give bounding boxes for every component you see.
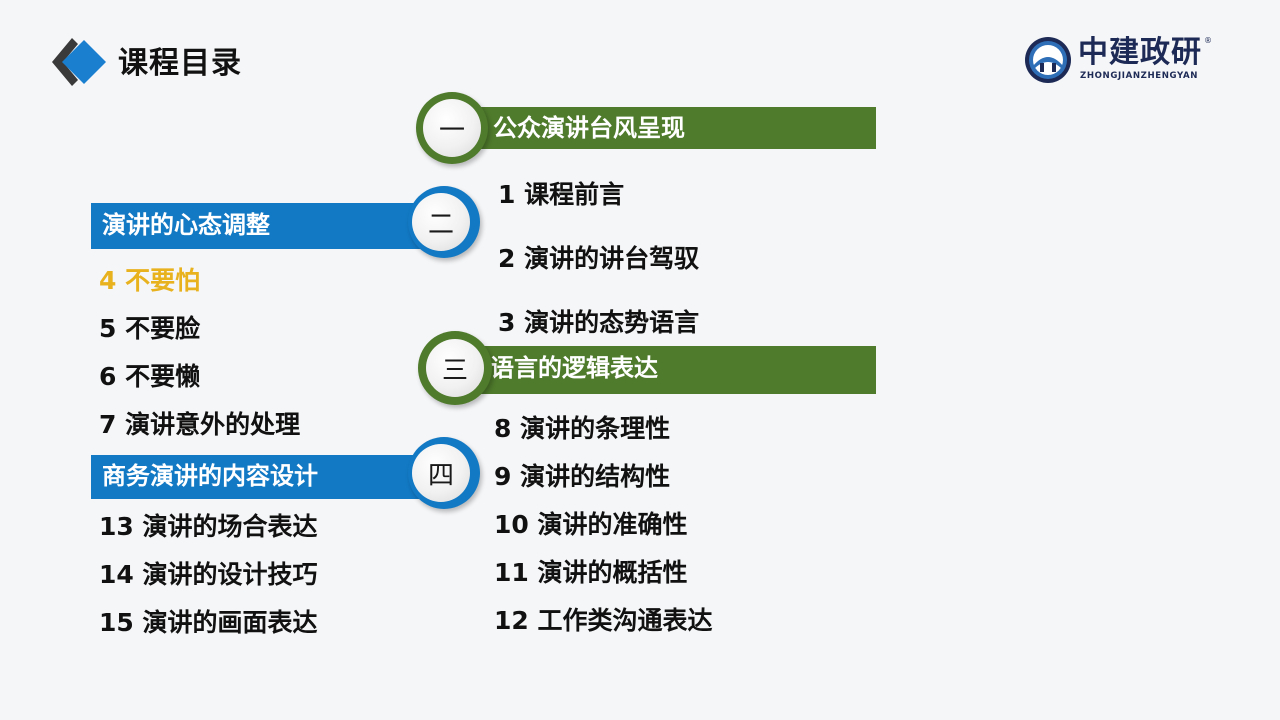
section-2-badge: 二 bbox=[408, 186, 480, 258]
list-item[interactable]: 7 演讲意外的处理 bbox=[99, 410, 301, 439]
list-item[interactable]: 10 演讲的准确性 bbox=[494, 510, 688, 539]
section-1-title: 公众演讲台风呈现 bbox=[493, 114, 685, 142]
list-item[interactable]: 5 不要脸 bbox=[99, 314, 201, 343]
list-item[interactable]: 15 演讲的画面表达 bbox=[99, 608, 318, 637]
section-4-title-bar: 商务演讲的内容设计 bbox=[91, 455, 441, 499]
section-2-title-bar: 演讲的心态调整 bbox=[91, 203, 441, 249]
logo-english-name: ZHONGJIANZHENGYAN bbox=[1080, 71, 1199, 81]
company-emblem-icon bbox=[1025, 37, 1071, 83]
section-3-title: 语言的逻辑表达 bbox=[490, 354, 658, 382]
page-title: 课程目录 bbox=[118, 46, 242, 81]
section-4-title: 商务演讲的内容设计 bbox=[102, 462, 318, 490]
registered-mark: ® bbox=[1204, 36, 1212, 45]
list-item[interactable]: 2 演讲的讲台驾驭 bbox=[498, 244, 700, 273]
list-item[interactable]: 9 演讲的结构性 bbox=[494, 462, 671, 491]
section-3-title-bar: 语言的逻辑表达 bbox=[476, 346, 876, 394]
list-item[interactable]: 1 课程前言 bbox=[498, 180, 625, 209]
section-1-numeral: 一 bbox=[423, 99, 481, 157]
list-item-active[interactable]: 4 不要怕 bbox=[99, 266, 201, 295]
logo-chinese-name: 中建政研 bbox=[1078, 35, 1202, 70]
section-1-title-bar: 公众演讲台风呈现 bbox=[476, 107, 876, 149]
list-item[interactable]: 3 演讲的态势语言 bbox=[498, 308, 700, 337]
section-2-title: 演讲的心态调整 bbox=[102, 211, 270, 239]
list-item[interactable]: 13 演讲的场合表达 bbox=[99, 512, 318, 541]
section-3-badge: 三 bbox=[418, 331, 492, 405]
list-item[interactable]: 6 不要懒 bbox=[99, 362, 201, 391]
list-item[interactable]: 11 演讲的概括性 bbox=[494, 558, 688, 587]
company-logo: 中建政研 ® ZHONGJIANZHENGYAN bbox=[1024, 34, 1214, 86]
list-item[interactable]: 8 演讲的条理性 bbox=[494, 414, 671, 443]
list-item[interactable]: 12 工作类沟通表达 bbox=[494, 606, 713, 635]
section-4-badge: 四 bbox=[408, 437, 480, 509]
section-3-numeral: 三 bbox=[426, 339, 484, 397]
diamond-logo-icon bbox=[52, 38, 106, 86]
section-4-numeral: 四 bbox=[412, 444, 470, 502]
section-2-numeral: 二 bbox=[412, 193, 470, 251]
list-item[interactable]: 14 演讲的设计技巧 bbox=[99, 560, 318, 589]
section-1-badge: 一 bbox=[416, 92, 488, 164]
